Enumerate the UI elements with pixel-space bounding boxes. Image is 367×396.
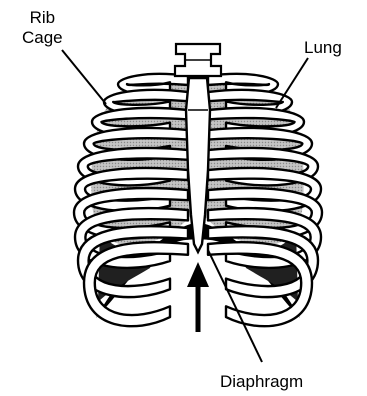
right-ribs (208, 74, 322, 326)
lung-label: Lung (304, 38, 342, 58)
up-arrow-icon (187, 262, 209, 332)
rib-cage-label-line1: Rib (22, 8, 63, 28)
left-ribs (74, 74, 188, 326)
diaphragm-label: Diaphragm (220, 372, 303, 392)
rib-cage-label: Rib Cage (22, 8, 63, 48)
rib-cage-label-line2: Cage (22, 28, 63, 48)
rib-cage-leader (62, 50, 106, 104)
